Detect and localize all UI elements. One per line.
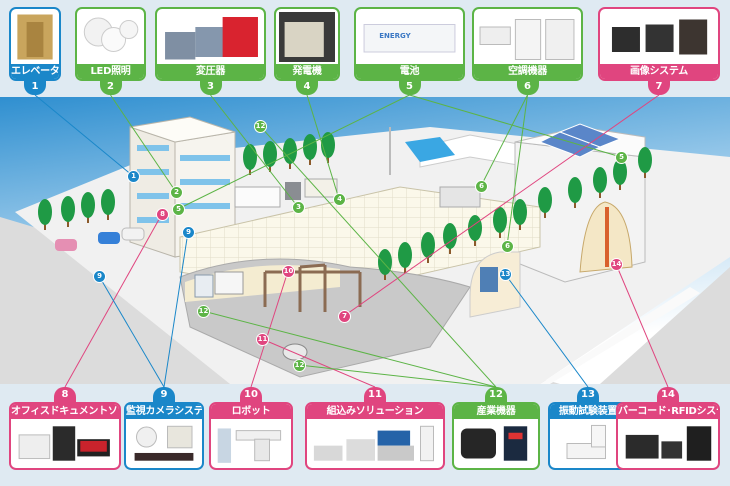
scene-marker-5[interactable]: 5 [172,203,185,216]
card-number-badge: 1 [24,79,46,95]
printer-copier-laptop-image [14,422,116,465]
scene-marker-12[interactable]: 12 [197,305,210,318]
product-card-10[interactable]: ロボット [209,402,293,470]
product-card-13[interactable]: 振動試験装置 [548,402,628,470]
scene-marker-12[interactable]: 12 [293,359,306,372]
scene-marker-8[interactable]: 8 [156,208,169,221]
robots-image [214,422,288,465]
product-card-14[interactable]: バーコード･RFIDシステム [616,402,720,470]
product-card-6[interactable]: 空調機器 [472,7,583,81]
scene-marker-9[interactable]: 9 [182,226,195,239]
transformers-image [160,12,261,62]
generator [304,178,338,198]
scene-marker-13[interactable]: 13 [499,268,512,281]
scene-marker-6[interactable]: 6 [475,180,488,193]
product-card-4[interactable]: 発電機 [274,7,340,81]
led-bulbs-image [80,12,141,62]
scene-marker-7[interactable]: 7 [338,310,351,323]
product-card-7[interactable]: 画像システム [598,7,720,81]
scene-marker-4[interactable]: 4 [333,193,346,206]
product-card-12[interactable]: 産業機器 [452,402,540,470]
scene-marker-2[interactable]: 2 [170,186,183,199]
tree [38,199,52,230]
product-card-3[interactable]: 変圧器 [155,7,266,81]
elevator-image [14,12,56,62]
car-pink [55,239,77,251]
factory-illustration [0,97,730,384]
energy-storage-container-image: ENERGY [359,12,460,62]
car-white [121,227,145,241]
scene-marker-10[interactable]: 10 [282,265,295,278]
product-card-1[interactable]: エレベータ [9,7,61,81]
product-card-label: 電池 [356,64,463,79]
card-number-badge: 11 [364,387,386,403]
scene-marker-11[interactable]: 11 [256,333,269,346]
product-card-2[interactable]: LED照明 [75,7,146,81]
barcode-printers-image [621,422,715,465]
product-card-label: バーコード･RFIDシステム [618,404,718,419]
product-card-label: ロボット [211,404,291,419]
embedded-boards-image [310,422,440,465]
card-number-badge: 12 [485,387,507,403]
motor [282,343,308,361]
scene-marker-3[interactable]: 3 [292,201,305,214]
product-card-label: 空調機器 [474,64,581,79]
card-number-badge: 2 [99,79,122,95]
product-card-label: 振動試験装置 [550,404,626,419]
card-number-badge: 8 [54,387,76,403]
svg-text:ENERGY: ENERGY [379,32,411,40]
server-rack [194,274,214,298]
industrial-cameras-image [603,12,715,62]
product-card-label: LED照明 [77,64,144,79]
rooftop-ac-units [439,186,481,208]
product-card-label: 組込みソリューション [307,404,443,419]
product-card-label: 発電機 [276,64,338,79]
card-number-badge: 9 [153,387,175,403]
air-conditioners-image [477,12,578,62]
surveillance-cameras-image [129,422,199,465]
card-number-badge: 14 [657,387,679,403]
scene-marker-9[interactable]: 9 [93,270,106,283]
switchgear [234,186,281,208]
generator-image [279,12,335,62]
transformer [285,182,301,200]
product-card-11[interactable]: 組込みソリューション [305,402,445,470]
product-card-label: オフィスドキュメントソリューション [11,404,119,419]
scene-marker-1[interactable]: 1 [127,170,140,183]
product-card-9[interactable]: 監視カメラシステム [124,402,204,470]
control-panel [214,271,244,295]
scene-marker-6[interactable]: 6 [501,240,514,253]
card-number-badge: 5 [398,79,421,95]
factory-scene [0,97,730,384]
car-blue [98,232,120,244]
card-number-badge: 13 [577,387,599,403]
scene-marker-5[interactable]: 5 [615,151,628,164]
card-number-badge: 10 [240,387,262,403]
card-number-badge: 7 [648,79,670,95]
scene-marker-12[interactable]: 12 [254,120,267,133]
product-card-label: 監視カメラシステム [126,404,204,419]
product-card-8[interactable]: オフィスドキュメントソリューション [9,402,121,470]
motor-inverter-image [457,422,535,465]
product-card-5[interactable]: ENERGY 電池 [354,7,465,81]
vibration-tester-image [553,422,623,465]
card-number-badge: 6 [516,79,539,95]
card-number-badge: 4 [296,79,318,95]
product-card-label: 画像システム [600,64,718,79]
scene-marker-14[interactable]: 14 [610,258,623,271]
product-card-label: エレベータ [11,64,60,79]
card-number-badge: 3 [199,79,222,95]
product-card-label: 変圧器 [157,64,264,79]
product-card-label: 産業機器 [454,404,538,419]
